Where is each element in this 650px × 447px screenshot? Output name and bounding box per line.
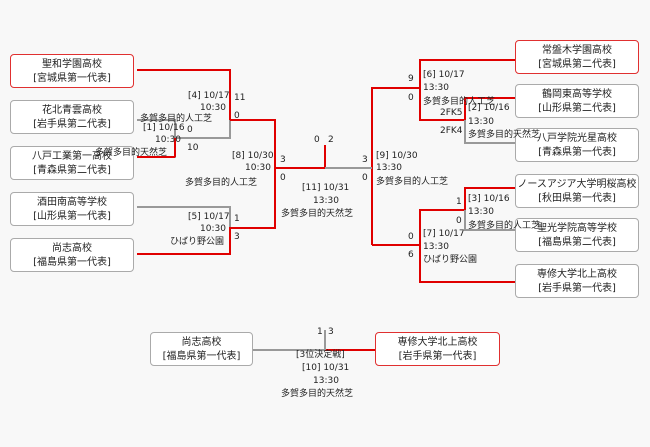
match-venue: 多賀多目的天然芝 [468, 130, 541, 140]
match-time: 10:30 [200, 224, 226, 234]
team-pref: [岩手県第一代表] [538, 283, 616, 294]
score: 3 [328, 327, 334, 337]
match-time: 13:30 [313, 376, 339, 386]
match-time: 13:30 [468, 207, 494, 217]
team-box[interactable]: 聖光学院高等学校 [福島県第二代表] [515, 218, 639, 252]
team-box[interactable]: 専修大学北上高校 [岩手県第一代表] [515, 264, 639, 298]
team-name: 鶴岡東高等学校 [542, 89, 612, 100]
score: 1 [317, 327, 323, 337]
team-box[interactable]: 八戸工業第一高校 [青森県第二代表] [10, 146, 134, 180]
team-pref: [福島県第一代表] [33, 257, 111, 268]
score: 1 [234, 214, 240, 224]
match-id: [1] 10/16 [143, 123, 185, 133]
score: 0 [234, 111, 240, 121]
team-box[interactable]: 聖和学園高校 [宮城県第一代表] [10, 54, 134, 88]
team-box[interactable]: 尚志高校 [福島県第一代表] [10, 238, 134, 272]
score: 0 [408, 232, 414, 242]
match-venue: 多賀多目的人工芝 [140, 114, 213, 124]
team-pref: [青森県第一代表] [538, 147, 616, 158]
match-time: 13:30 [313, 196, 339, 206]
score: 0 [456, 216, 462, 226]
team-pref: [山形県第一代表] [33, 211, 111, 222]
score: 0 [408, 93, 414, 103]
match-time: 13:30 [423, 242, 449, 252]
score: 0 [280, 173, 286, 183]
score: 0 [362, 173, 368, 183]
match-time: 13:30 [376, 163, 402, 173]
team-box[interactable]: 常盤木学園高校 [宮城県第二代表] [515, 40, 639, 74]
team-pref: [青森県第二代表] [33, 165, 111, 176]
team-name: 花北青雲高校 [42, 105, 102, 116]
match-venue: 多賀多目的人工芝 [185, 178, 258, 188]
team-pref: [岩手県第一代表] [398, 351, 477, 362]
team-pref: [岩手県第二代表] [33, 119, 111, 130]
match-time: 10:30 [200, 103, 226, 113]
match-time: 13:30 [423, 83, 449, 93]
score: 0 [314, 135, 320, 145]
match-id: [10] 10/31 [302, 363, 350, 373]
team-pref: [秋田県第一代表] [538, 193, 616, 204]
team-box[interactable]: 鶴岡東高等学校 [山形県第二代表] [515, 84, 639, 118]
score: 1 [456, 197, 462, 207]
team-name: 常盤木学園高校 [542, 45, 612, 56]
match-id: [5] 10/17 [188, 212, 230, 222]
score: 3 [280, 155, 286, 165]
match-venue: 多賀多目的天然芝 [281, 389, 354, 399]
team-name: 専修大学北上高校 [537, 269, 617, 280]
team-pref: [山形県第二代表] [538, 103, 616, 114]
team-name: 八戸学院光星高校 [537, 133, 617, 144]
team-box[interactable]: 酒田南高等学校 [山形県第一代表] [10, 192, 134, 226]
match-venue: 多賀多目的天然芝 [95, 148, 168, 158]
match-venue: 多賀多目的天然芝 [281, 209, 354, 219]
score: 2 [328, 135, 334, 145]
match-venue: 多賀多目的人工芝 [376, 177, 449, 187]
team-name: ノースアジア大学明桜高校 [517, 179, 637, 190]
match-id: [3] 10/16 [468, 194, 510, 204]
match-id: [4] 10/17 [188, 91, 230, 101]
match-id: [11] 10/31 [302, 183, 350, 193]
match-venue: ひばり野公園 [170, 237, 225, 247]
score: 11 [234, 93, 246, 103]
match-time: 10:30 [155, 135, 181, 145]
team-box[interactable]: 八戸学院光星高校 [青森県第一代表] [515, 128, 639, 162]
match-id: [8] 10/30 [232, 151, 274, 161]
team-name: 尚志高校 [181, 337, 222, 348]
match-id: [6] 10/17 [423, 70, 465, 80]
team-name: 専修大学北上高校 [397, 337, 478, 348]
match-venue: 多賀多目的人工芝 [423, 97, 496, 107]
match-id: [2] 10/16 [468, 103, 510, 113]
team-box[interactable]: ノースアジア大学明桜高校 [秋田県第一代表] [515, 174, 639, 208]
score: 3 [362, 155, 368, 165]
score: 9 [408, 74, 414, 84]
team-name: 尚志高校 [52, 243, 92, 254]
team-box[interactable]: 専修大学北上高校 [岩手県第一代表] [375, 332, 500, 366]
team-pref: [福島県第一代表] [162, 351, 241, 362]
team-box[interactable]: 尚志高校 [福島県第一代表] [150, 332, 253, 366]
team-name: 酒田南高等学校 [37, 197, 107, 208]
third-place-label: [3位決定戦] [296, 350, 345, 360]
match-id: [7] 10/17 [423, 229, 465, 239]
match-venue: 多賀多目的人工芝 [468, 221, 541, 231]
team-name: 聖光学院高等学校 [537, 223, 617, 234]
pk-score: 2FK4 [440, 126, 463, 136]
team-pref: [宮城県第一代表] [33, 73, 111, 84]
score: 10 [187, 143, 199, 153]
pk-score: 2FK5 [440, 108, 463, 118]
team-pref: [宮城県第二代表] [538, 59, 616, 70]
match-time: 13:30 [468, 117, 494, 127]
match-venue: ひばり野公園 [423, 255, 478, 265]
score: 0 [187, 125, 193, 135]
match-id: [9] 10/30 [376, 151, 418, 161]
team-name: 聖和学園高校 [42, 59, 102, 70]
score: 6 [408, 250, 414, 260]
team-box[interactable]: 花北青雲高校 [岩手県第二代表] [10, 100, 134, 134]
match-time: 10:30 [245, 163, 271, 173]
team-name: 八戸工業第一高校 [32, 151, 112, 162]
team-pref: [福島県第二代表] [538, 237, 616, 248]
score: 3 [234, 232, 240, 242]
